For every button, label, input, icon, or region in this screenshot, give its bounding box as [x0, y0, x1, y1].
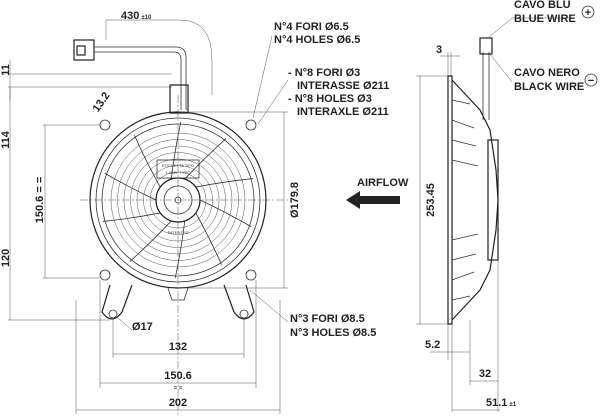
grille-spoke: [195, 178, 254, 188]
front-view: 430±10 11 114 120 150.6 = = 13.2 ETICHET…: [0, 10, 301, 415]
dim-foot-hole-label: Ø17: [132, 321, 153, 333]
grille-ring: [149, 171, 207, 229]
dim-height-label: 253.45: [425, 183, 437, 217]
dim-total-tolerance-label: ±1: [509, 402, 516, 408]
connector: [73, 39, 95, 61]
dim-150-6-vertical-label: 150.6: [34, 196, 46, 224]
grille-spoke: [129, 220, 172, 262]
side-flange: [447, 75, 453, 325]
blue-wire-label-it: CAVO BLU: [514, 0, 571, 11]
cable-clip: [169, 84, 189, 114]
svg-text:150.6 = =: 150.6 = =: [34, 177, 46, 224]
cable-tolerance-label: ±10: [141, 15, 152, 21]
mount-hole-bottom-right: [245, 269, 257, 281]
grille-spoke: [102, 212, 161, 222]
leader-line: [117, 317, 133, 331]
dim-depth-label: 32: [479, 368, 491, 380]
plus-icon: [581, 5, 595, 19]
minus-icon: [584, 73, 598, 87]
cable-length-label: 430: [121, 10, 139, 22]
symmetry-mark: = =: [34, 177, 46, 193]
side-body: [451, 79, 499, 321]
black-wire-label-it: CAVO NERO: [514, 67, 580, 79]
airflow-label: AIRFLOW: [357, 177, 409, 189]
callout-interaxle-en: INTERAXLE Ø211: [297, 106, 389, 118]
airflow-indicator: AIRFLOW: [346, 177, 409, 209]
callout-holes4-it: N°4 FORI Ø6.5: [274, 21, 349, 33]
callout-holes8-en: - N°8 HOLES Ø3: [288, 93, 372, 105]
grille-spoke: [134, 135, 161, 188]
leader-line: [257, 79, 289, 125]
grille-spoke: [104, 172, 157, 201]
side-motor: [487, 139, 499, 261]
mount-hole-top-right: [245, 119, 257, 131]
grille-spoke: [199, 199, 252, 228]
dim-13-2-label: 13.2: [90, 90, 112, 114]
wire-legend: CAVO BLU BLUE WIRE + CAVO NERO BLACK WIR…: [487, 0, 598, 93]
grille-spoke: [184, 138, 227, 180]
grille-spoke: [174, 220, 186, 279]
symmetry-mark-bottom: = =: [174, 386, 183, 392]
svg-text:51.1±1: 51.1±1: [486, 397, 517, 409]
dim-132-label: 132: [169, 341, 187, 353]
callout-interaxle-it: INTERASSE Ø211: [297, 80, 389, 92]
label-plate-line1: ETICHETTA TIPO: [162, 163, 194, 168]
foot-hole-left: [108, 309, 118, 319]
grille-ring: [143, 165, 213, 235]
foot-left: [101, 284, 133, 320]
grille-spoke: [195, 212, 222, 265]
callouts: N°4 FORI Ø6.5 N°4 HOLES Ø6.5 - N°8 FORI …: [249, 21, 389, 339]
mount-hole-top-left: [99, 119, 111, 131]
dim-202-label: 202: [169, 397, 187, 409]
foot-right: [223, 284, 255, 320]
cable-edge: [94, 51, 182, 110]
side-wires: [482, 52, 490, 120]
grille-ring: [117, 139, 239, 261]
foot-hole-right: [239, 309, 249, 319]
label-plate: [156, 159, 200, 179]
grille-ring: [130, 152, 226, 248]
callout-holes4-en: N°4 HOLES Ø6.5: [274, 34, 360, 46]
dim-total-depth-label: 51.1: [486, 397, 507, 409]
leader-line: [487, 17, 513, 39]
leader-line: [489, 53, 513, 83]
grille-ring: [123, 145, 233, 255]
motor-shaft: [174, 196, 182, 204]
blue-wire-label-en: BLUE WIRE: [514, 13, 576, 25]
side-ribs: [451, 99, 479, 301]
cable: [94, 46, 187, 110]
motor-hub-inner: [163, 185, 193, 215]
dim-11-label: 11: [0, 64, 12, 76]
callout-holes3-it: N°3 FORI Ø8.5: [290, 313, 365, 325]
grille-ring: [110, 132, 246, 268]
callout-holes8-it: - N°8 FORI Ø3: [288, 67, 360, 79]
black-wire-label-en: BLACK WIRE: [514, 81, 584, 93]
grille-spoke: [170, 121, 182, 180]
dim-flange-label: 3: [436, 44, 442, 56]
fan-shroud-inner: [95, 117, 261, 283]
leader-line: [249, 289, 289, 323]
airflow-arrow-icon: [346, 191, 400, 209]
callout-holes3-en: N°3 HOLES Ø8.5: [290, 327, 376, 339]
fan-grille: [102, 121, 254, 279]
side-connector: [479, 37, 493, 55]
svg-text:430±10: 430±10: [121, 10, 152, 22]
mount-hole-bottom-left: [99, 269, 111, 281]
dim-150-6-label: 150.6: [164, 370, 192, 382]
dim-base-label: 5.2: [425, 339, 440, 351]
dim-120-label: 120: [0, 249, 12, 267]
cable-length-dim-line: [105, 19, 213, 95]
patented-mark: PATENTED: [168, 230, 189, 235]
foot-center: [167, 287, 189, 301]
label-plate-line2: LABEL TYPE: [166, 170, 190, 175]
dim-diameter-label: Ø179.8: [289, 182, 301, 218]
grille-ring: [101, 123, 255, 277]
leader-line: [252, 35, 273, 119]
plus-symbol: +: [585, 7, 591, 19]
minus-symbol: −: [588, 75, 594, 87]
dim-114-label: 114: [0, 130, 12, 149]
connector-latch: [76, 45, 86, 56]
side-view: 253.45 3 5.2 32 51.1±1: [416, 37, 517, 412]
grille-ring: [136, 158, 220, 242]
